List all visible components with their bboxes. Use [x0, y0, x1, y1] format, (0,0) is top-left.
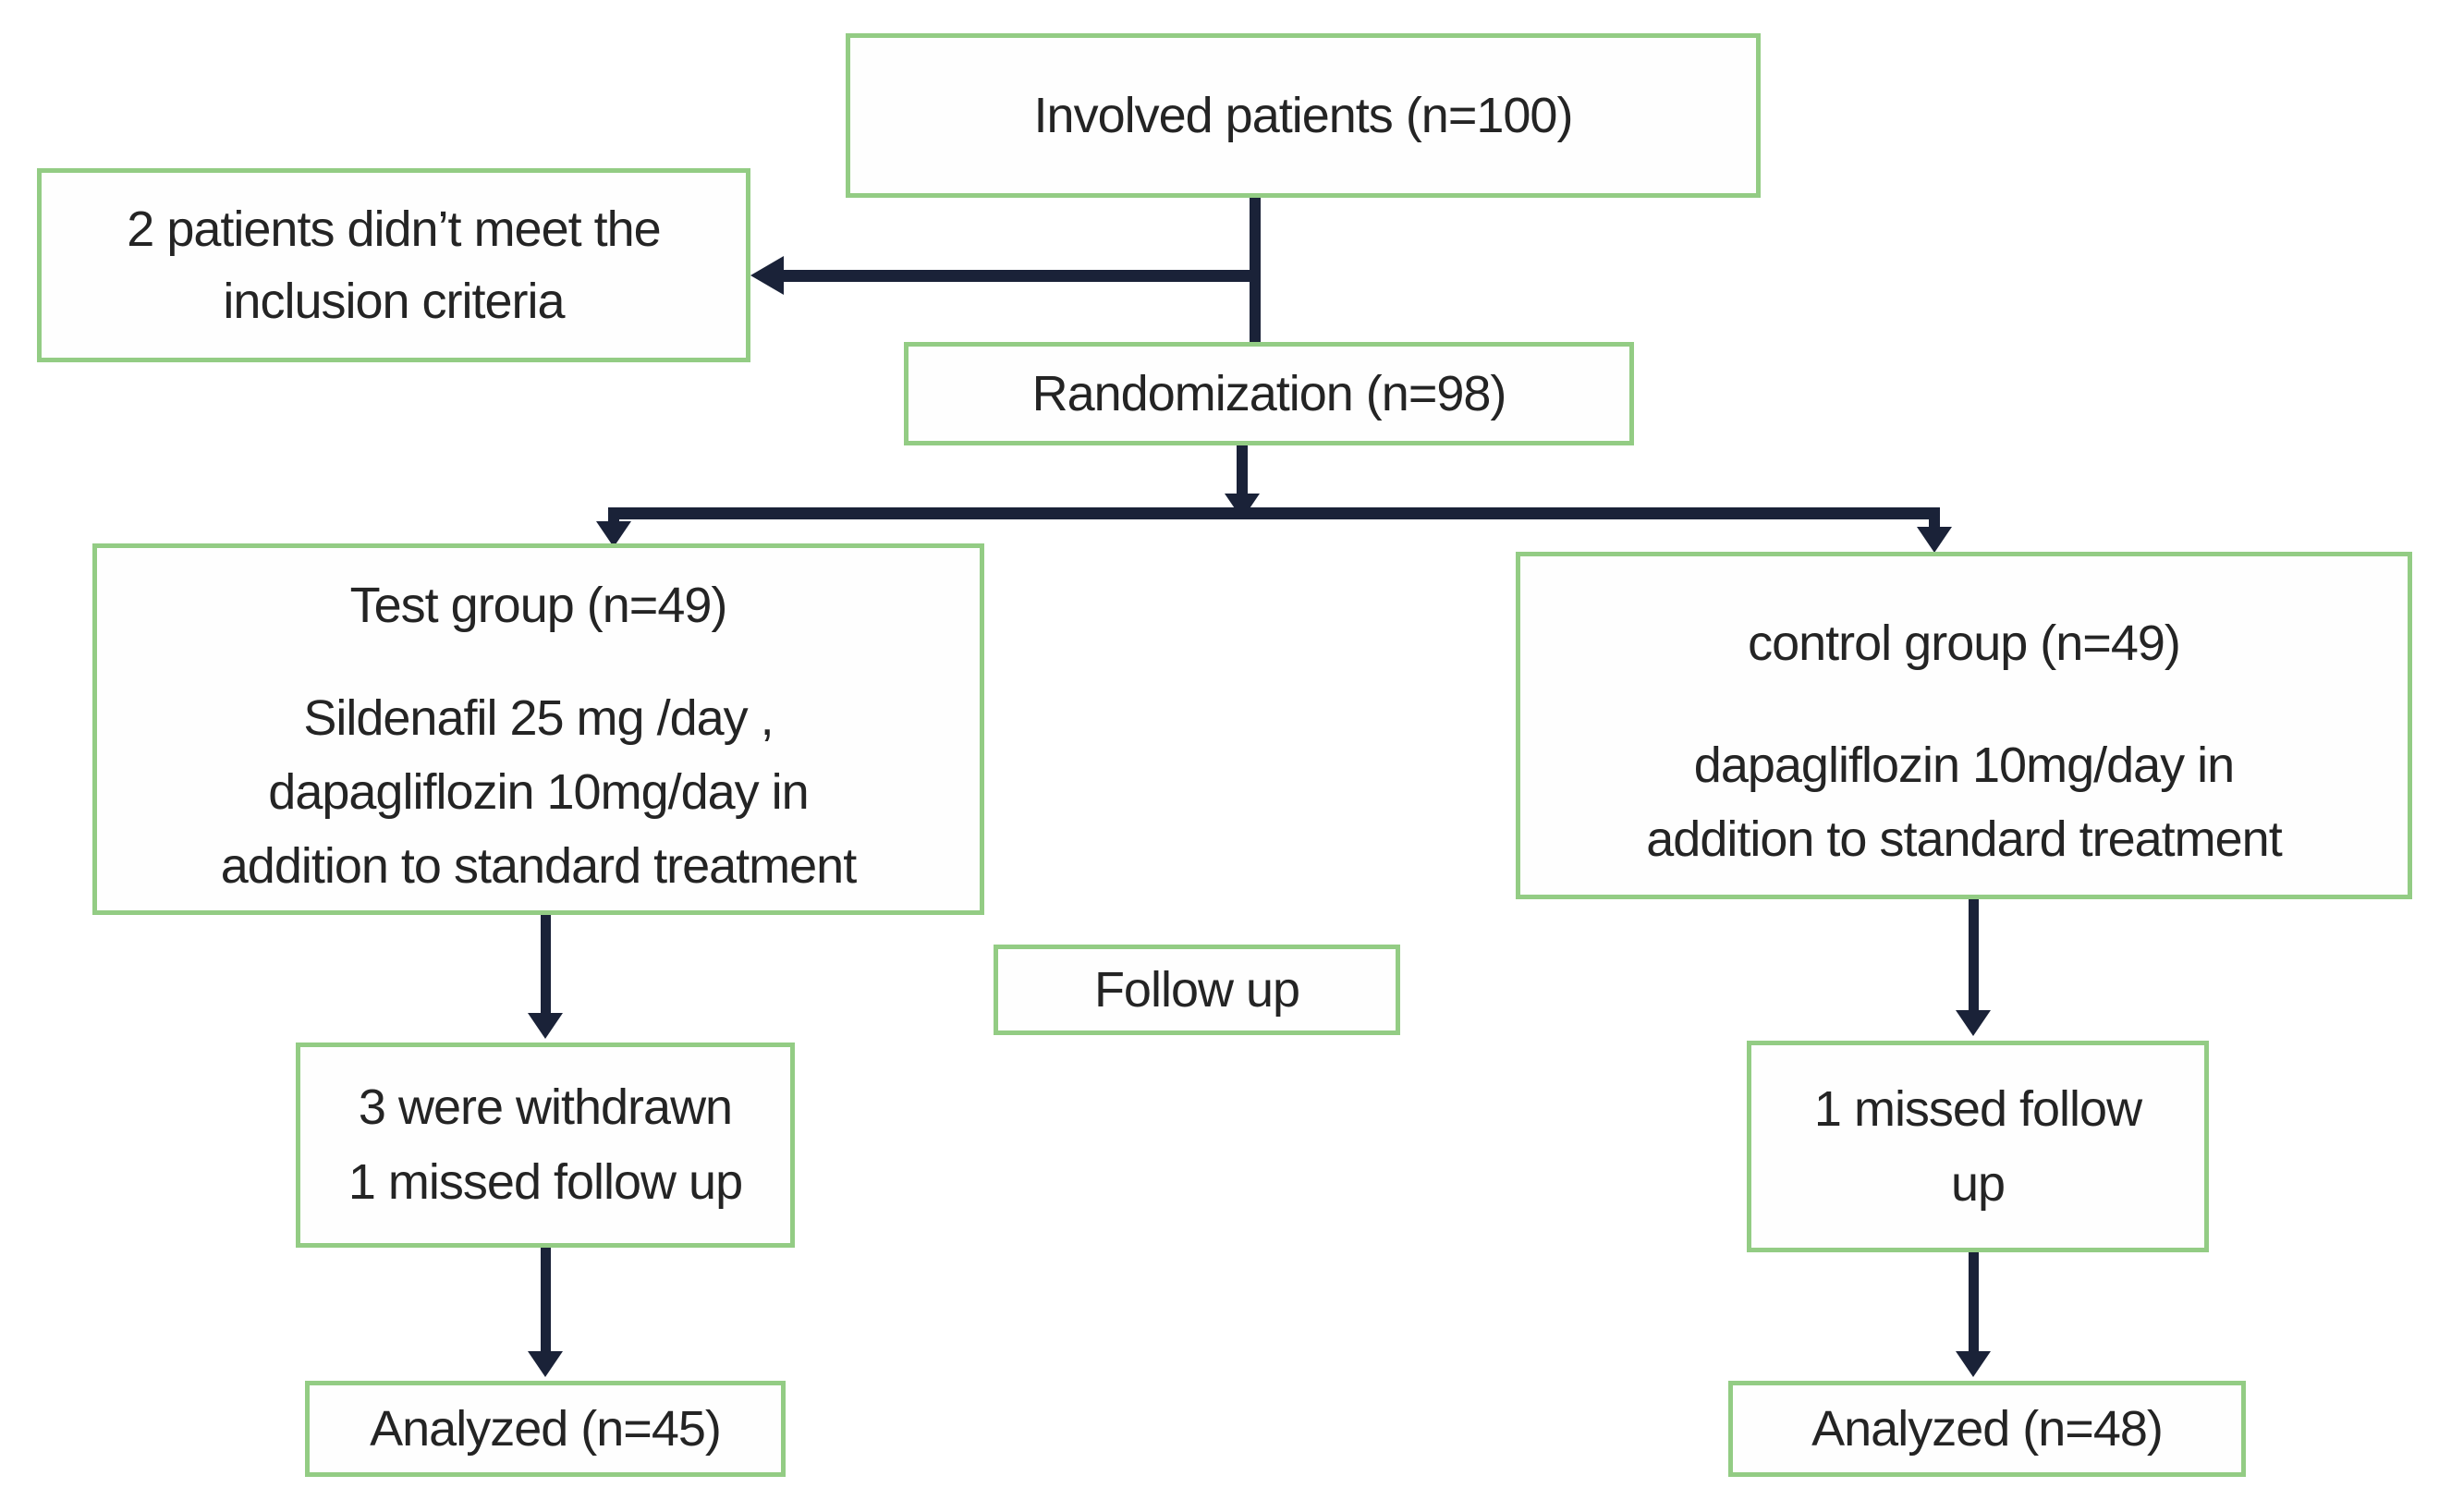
node-test-group-line3: addition to standard treatment [220, 837, 857, 894]
node-test-attrition: 3 were withdrawn 1 missed follow up [296, 1043, 795, 1248]
node-test-group: Test group (n=49) Sildenafil 25 mg /day … [92, 543, 984, 915]
arrow-attrition-to-analyzed-right-head [1956, 1351, 1991, 1377]
node-test-group-title: Test group (n=49) [349, 578, 728, 633]
node-randomization: Randomization (n=98) [904, 342, 1634, 445]
arrow-test-to-attrition-shaft [541, 915, 551, 1015]
arrow-attrition-to-analyzed-left-shaft [541, 1248, 551, 1353]
arrow-control-to-attrition-head [1956, 1010, 1991, 1036]
node-test-analyzed: Analyzed (n=45) [305, 1381, 786, 1477]
node-randomization-label: Randomization (n=98) [1031, 365, 1507, 421]
node-exclusion-line1: 2 patients didn’t meet the [127, 201, 661, 257]
arrow-attrition-to-analyzed-right-shaft [1969, 1252, 1979, 1354]
node-test-analyzed-label: Analyzed (n=45) [370, 1400, 722, 1457]
node-control-analyzed-label: Analyzed (n=48) [1811, 1400, 2164, 1457]
arrow-randomization-down-shaft [1237, 442, 1248, 499]
arrow-branch-left-head [596, 521, 631, 547]
arrow-attrition-to-analyzed-left-head [528, 1351, 563, 1377]
node-control-group-line1: dapagliflozin 10mg/day in [1693, 737, 2235, 793]
node-test-attrition-line2: 1 missed follow up [348, 1154, 743, 1210]
node-control-group-line2: addition to standard treatment [1646, 811, 2282, 867]
node-control-group: control group (n=49) dapagliflozin 10mg/… [1516, 552, 2412, 899]
node-test-group-line2: dapagliflozin 10mg/day in [268, 763, 809, 820]
connector-branch-horizontal [608, 507, 1940, 519]
arrow-control-to-attrition-shaft [1969, 899, 1979, 1012]
node-test-attrition-line1: 3 were withdrawn [358, 1079, 733, 1135]
node-control-analyzed: Analyzed (n=48) [1728, 1381, 2246, 1477]
arrow-exclusion-head [750, 256, 784, 295]
node-exclusion: 2 patients didn’t meet the inclusion cri… [37, 168, 750, 362]
node-control-attrition-line1: 1 missed follow [1813, 1080, 2142, 1137]
node-control-attrition: 1 missed follow up [1747, 1041, 2209, 1252]
node-follow-up-label: Follow up [1093, 961, 1300, 1018]
arrow-branch-right-shaft [1929, 507, 1940, 530]
node-exclusion-line2: inclusion criteria [223, 274, 565, 329]
node-involved-patients-label: Involved patients (n=100) [1033, 87, 1574, 143]
node-control-attrition-line2: up [1950, 1155, 2006, 1212]
arrow-branch-right-head [1917, 527, 1952, 553]
node-follow-up: Follow up [994, 945, 1400, 1035]
node-involved-patients: Involved patients (n=100) [846, 33, 1761, 198]
node-control-group-title: control group (n=49) [1748, 616, 2181, 671]
arrow-test-to-attrition-head [528, 1013, 563, 1039]
arrow-exclusion-shaft [781, 270, 1257, 282]
node-test-group-line1: Sildenafil 25 mg /day , [303, 689, 774, 746]
